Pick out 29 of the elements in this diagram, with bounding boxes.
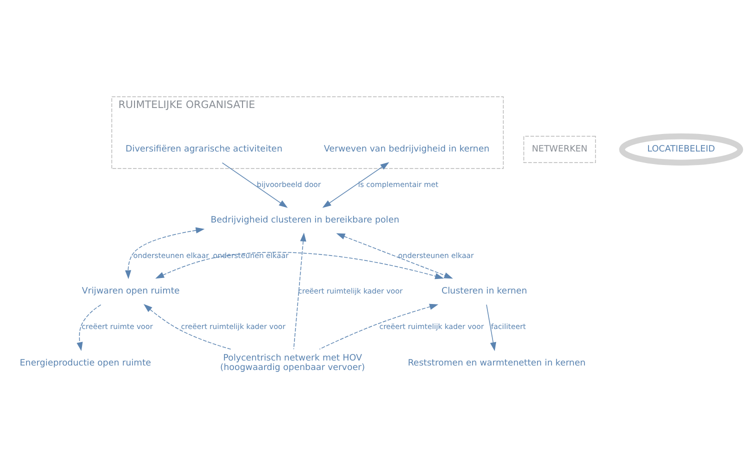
- arrow: [222, 162, 288, 208]
- arrow: [293, 232, 306, 350]
- edge-label: creëert ruimtelijk kader voor: [298, 286, 403, 296]
- node-box: NETWERKEN: [523, 136, 596, 164]
- node-text: Diversifiëren agrarische activiteiten: [126, 144, 282, 155]
- arrow: [486, 304, 496, 352]
- edge-label: creëert ruimte voor: [82, 322, 153, 331]
- edge-label: is complementair met: [358, 180, 438, 189]
- arrow: [125, 227, 205, 280]
- edge-label: ondersteunen elkaar: [133, 250, 209, 260]
- edge-label: faciliteert: [491, 322, 526, 331]
- node-text: Clusteren in kernen: [441, 286, 528, 297]
- arrow: [336, 233, 453, 279]
- node-text: Vrijwaren open ruimte: [82, 286, 180, 297]
- arrow: [319, 304, 438, 350]
- arrow: [155, 252, 444, 280]
- arrow: [76, 304, 102, 352]
- edge-label: bijvoorbeeld door: [256, 180, 321, 189]
- node-text: Reststromen en warmtenetten in kernen: [408, 358, 586, 368]
- node-text: Polycentrisch netwerk met HOV (hoogwaardig openbaar vervoer): [220, 354, 365, 374]
- node-ellipse: LOCATIEBELEID: [619, 133, 744, 166]
- arrow: [144, 304, 232, 350]
- edge-label: creëert ruimtelijk kader voor: [379, 322, 484, 331]
- edge-label: creëert ruimtelijk kader voor: [181, 322, 286, 331]
- node-text: Bedrijvigheid clusteren in bereikbare polen: [210, 216, 400, 226]
- edge-label: ondersteunen elkaar: [398, 250, 474, 260]
- arrow: [322, 162, 390, 208]
- node-text: Verweven van bedrijvigheid in kernen: [324, 144, 490, 155]
- node-text: Energieproductie open ruimte: [20, 358, 152, 368]
